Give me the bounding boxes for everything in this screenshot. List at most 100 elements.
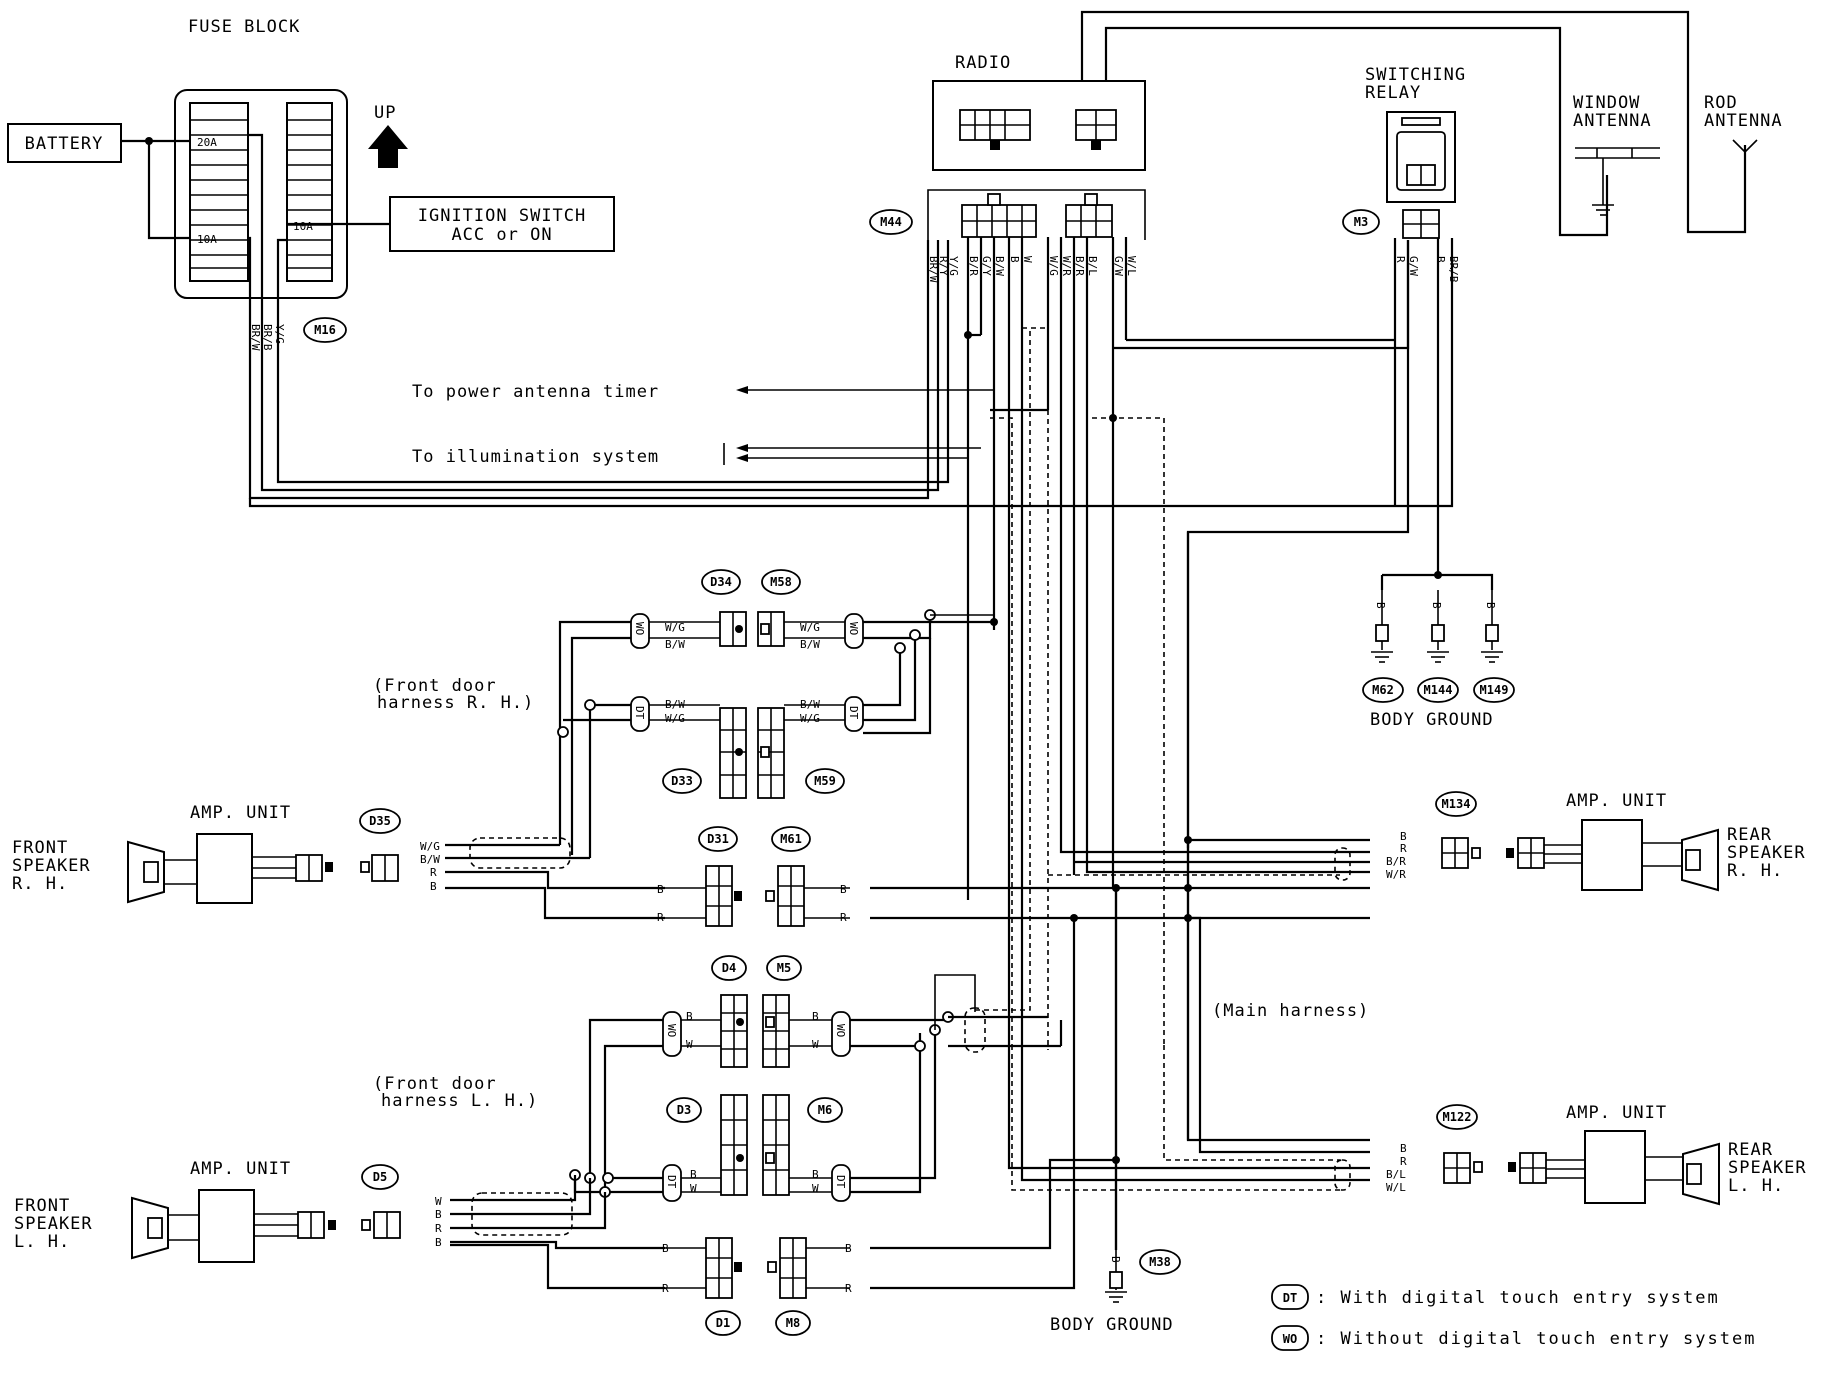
wo-lh-left: WO	[665, 1024, 678, 1037]
connector-m144: M144	[1424, 683, 1453, 697]
d4-wire-2: W	[686, 1038, 693, 1051]
connector-d33: D33	[671, 774, 693, 788]
radio-wire-5: G/Y	[980, 256, 993, 276]
front-door-rh: (Front door harness R. H.) D34 M58 W/G B…	[373, 410, 998, 858]
window-antenna-label-1: WINDOW	[1573, 93, 1640, 113]
battery-label: BATTERY	[25, 134, 104, 154]
m5-wire-2: W	[812, 1038, 819, 1051]
rod-antenna-label-1: ROD	[1704, 93, 1738, 113]
d3-wire-2: W	[690, 1182, 697, 1195]
connector-d1: D1	[716, 1316, 730, 1330]
gnd-wire-2: B	[1430, 602, 1443, 609]
d31-m61: D31 M61 B R B R	[657, 826, 1370, 927]
connector-m5: M5	[777, 961, 791, 975]
connector-d31: D31	[707, 832, 729, 846]
amp-unit-front-lh-label: AMP. UNIT	[190, 1159, 291, 1179]
up-arrow-icon	[368, 125, 408, 168]
radio: RADIO M44	[869, 53, 1146, 240]
legend-dt-badge: DT	[1283, 1291, 1297, 1305]
relay-wire-gw: G/W	[1407, 256, 1420, 276]
gnd-wire-1: B	[1374, 602, 1387, 609]
m59-wire-2: W/G	[800, 712, 820, 725]
rear-speaker-rh-1: REAR	[1727, 825, 1772, 845]
m134-wire-1: B	[1400, 830, 1407, 843]
amp-unit-rear-rh-label: AMP. UNIT	[1566, 791, 1667, 811]
fuse-block: FUSE BLOCK 20A 10A 10A M16	[174, 17, 348, 343]
switching-relay-label-1: SWITCHING	[1365, 65, 1466, 85]
radio-wire-9: W/G	[1047, 256, 1060, 276]
bottom-body-ground: B M38 BODY GROUND	[1050, 888, 1181, 1335]
wire-y-g: Y/G	[273, 324, 286, 344]
front-speaker-lh-3: L. H.	[14, 1232, 70, 1252]
m122-wire-1: B	[1400, 1142, 1407, 1155]
rear-speaker-rh: M134 B R B/R W/R AMP. UNIT REAR SPEAKER …	[1048, 418, 1806, 892]
m38-wire: B	[1109, 1256, 1122, 1263]
window-antenna-label-2: ANTENNA	[1573, 111, 1652, 131]
legend-dt-text: : With digital touch entry system	[1316, 1288, 1720, 1308]
d34-wire-2: B/W	[665, 638, 685, 651]
radio-wires: To power antenna timer To illumination s…	[412, 237, 1410, 1050]
m61-wire-1: B	[840, 883, 847, 896]
radio-label: RADIO	[955, 53, 1011, 73]
rod-antenna-label-2: ANTENNA	[1704, 111, 1783, 131]
front-speaker-lh-2: SPEAKER	[14, 1214, 93, 1234]
radio-wire-6: B/W	[993, 256, 1006, 276]
legend-wo-text: : Without digital touch entry system	[1316, 1329, 1756, 1349]
legend: DT : With digital touch entry system WO …	[1271, 1284, 1756, 1351]
radio-wire-10: W/R	[1060, 256, 1073, 276]
m58-wire-1: W/G	[800, 621, 820, 634]
wo-rh-left: WO	[633, 622, 646, 635]
m122-wire-3: B/L	[1386, 1168, 1406, 1181]
connector-m44: M44	[880, 215, 902, 229]
d5-wire-2: B	[435, 1208, 442, 1221]
connector-m59: M59	[814, 774, 836, 788]
m134-wire-2: R	[1400, 842, 1407, 855]
up-arrow: UP	[368, 103, 408, 168]
radio-wire-3: Y/G	[947, 256, 960, 276]
rear-speaker-lh: M122 B R B/L W/L AMP. UNIT REAR SPEAKER …	[1386, 1103, 1806, 1206]
dt-lh-right: DT	[834, 1175, 847, 1189]
front-door-rh-label-2: harness R. H.)	[377, 693, 534, 713]
ignition-label-2: ACC or ON	[451, 225, 552, 245]
d34-wire-1: W/G	[665, 621, 685, 634]
front-speaker-rh-2: SPEAKER	[12, 856, 91, 876]
rear-speaker-rh-3: R. H.	[1727, 861, 1783, 881]
radio-wire-7: B	[1008, 256, 1021, 263]
rear-speaker-lh-3: L. H.	[1728, 1176, 1784, 1196]
body-ground-top-label: BODY GROUND	[1370, 710, 1494, 730]
gnd-wire-3: B	[1484, 602, 1497, 609]
radio-wire-14: W/L	[1125, 256, 1138, 276]
connector-m3: M3	[1354, 215, 1368, 229]
rod-antenna-icon	[1732, 139, 1758, 154]
wire-br-b: BR/B	[261, 324, 274, 351]
connector-m58: M58	[770, 575, 792, 589]
front-door-lh-label-2: harness L. H.)	[381, 1091, 538, 1111]
d33-wire-2: W/G	[665, 712, 685, 725]
rear-speaker-rh-2: SPEAKER	[1727, 843, 1806, 863]
connector-m134: M134	[1442, 797, 1471, 811]
connector-m38: M38	[1149, 1255, 1171, 1269]
front-speaker-lh-1: FRONT	[14, 1196, 70, 1216]
front-door-lh-label-1: (Front door	[373, 1074, 497, 1094]
front-speaker-rh: FRONT SPEAKER R. H. AMP. UNIT D35 W/G B/…	[12, 803, 665, 920]
fuse-output-wires: BR/W BR/B Y/G	[248, 133, 950, 500]
m134-wire-4: W/R	[1386, 868, 1406, 881]
battery: BATTERY	[7, 123, 190, 240]
connector-d4: D4	[722, 961, 736, 975]
m6-wire-1: B	[812, 1168, 819, 1181]
top-body-ground: B B B M62 M144 M149 BODY GROUND	[1362, 571, 1515, 730]
amp-unit-rear-lh-label: AMP. UNIT	[1566, 1103, 1667, 1123]
d35-wire-1: W/G	[420, 840, 440, 853]
connector-m16: M16	[314, 323, 336, 337]
connector-m62: M62	[1372, 683, 1394, 697]
to-power-antenna-label: To power antenna timer	[412, 382, 659, 402]
connector-d34: D34	[710, 575, 732, 589]
connector-m8: M8	[786, 1316, 800, 1330]
fuse-block-label: FUSE BLOCK	[188, 17, 300, 37]
relay-wire-r: R	[1394, 256, 1407, 263]
switching-relay: SWITCHING RELAY M3 R G/W B BR/B	[248, 65, 1466, 1140]
wo-rh-right: WO	[847, 622, 860, 635]
radio-wire-11: B/R	[1073, 256, 1086, 276]
